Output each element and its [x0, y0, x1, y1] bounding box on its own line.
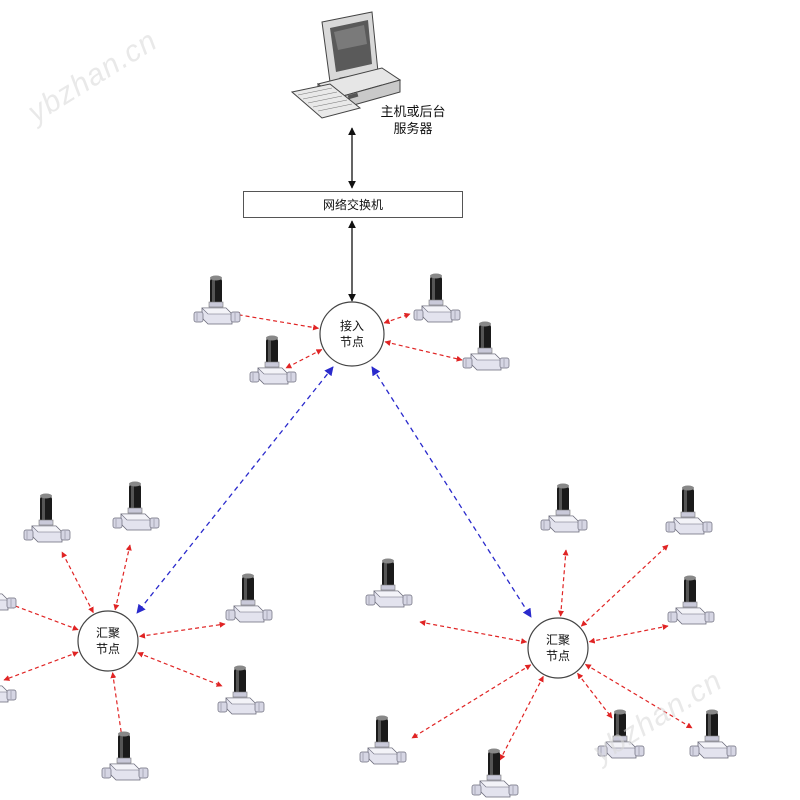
access-node — [319, 301, 385, 367]
wireless-link-sensor-left — [3, 651, 79, 681]
wireless-link-sensor-right — [499, 675, 544, 761]
aggregation-node-left-label: 汇聚 节点 — [83, 625, 133, 657]
pressure-sensor-icon — [225, 573, 273, 623]
network-switch-label: 网络交换机 — [322, 198, 383, 212]
wireless-link-access-aggregation-right — [371, 366, 532, 618]
wireless-link-sensor-left — [137, 651, 223, 687]
access-node-line2: 节点 — [339, 335, 364, 349]
computer-workstation-icon — [290, 11, 402, 119]
aggregation-node-right-label: 汇聚 节点 — [533, 632, 583, 664]
pressure-sensor-icon — [462, 321, 510, 371]
pressure-sensor-icon — [217, 665, 265, 715]
pressure-sensor-icon — [249, 335, 297, 385]
server-label-line2: 服务器 — [393, 122, 433, 137]
pressure-sensor-icon — [471, 748, 519, 798]
wireless-link-sensor-left — [9, 603, 79, 631]
access-node-label: 接入 节点 — [327, 318, 377, 350]
aggregation-node-left — [77, 610, 139, 672]
wireless-link-sensor-left — [139, 621, 226, 639]
pressure-sensor-icon — [101, 731, 149, 781]
wireless-link-access-aggregation-left — [136, 366, 334, 614]
wireless-link-sensor-right — [411, 664, 532, 739]
pressure-sensor-icon — [413, 273, 461, 323]
wireless-link-sensor-left — [110, 672, 125, 739]
wireless-link-sensor-access — [384, 340, 463, 362]
pressure-sensor-icon — [359, 715, 407, 765]
access-node-line1: 接入 — [339, 319, 364, 333]
pressure-sensor-icon — [665, 485, 713, 535]
wireless-link-sensor-right — [558, 549, 569, 617]
aggregation-node-left-line2: 节点 — [95, 642, 120, 656]
pressure-sensor-icon — [0, 561, 17, 611]
wireless-link-sensor-right — [419, 620, 528, 645]
wireless-link-sensor-access — [383, 312, 411, 324]
wireless-link-sensor-left — [61, 551, 94, 614]
wireless-link-sensor-left — [113, 544, 132, 611]
pressure-sensor-icon — [667, 575, 715, 625]
aggregation-node-right-line1: 汇聚 — [545, 633, 570, 647]
server-label: 主机或后台 服务器 — [368, 104, 458, 138]
pressure-sensor-icon — [193, 275, 241, 325]
pressure-sensor-icon — [540, 483, 588, 533]
pressure-sensor-icon — [0, 653, 17, 703]
aggregation-node-right-line2: 节点 — [545, 649, 570, 663]
wireless-link-sensor-right — [588, 624, 669, 644]
aggregation-node-right — [527, 617, 589, 679]
pressure-sensor-icon — [365, 558, 413, 608]
pressure-sensor-icon — [112, 481, 160, 531]
wireless-link-sensor-access — [233, 311, 320, 331]
pressure-sensor-icon — [23, 493, 71, 543]
wireless-link-sensor-access — [285, 349, 323, 369]
server-label-line1: 主机或后台 — [380, 105, 446, 120]
wireless-link-sensor-right — [580, 544, 669, 627]
pressure-sensor-icon — [689, 709, 737, 759]
aggregation-node-left-line1: 汇聚 — [95, 626, 120, 640]
wireless-link-sensor-right — [577, 672, 613, 719]
network-switch-box: 网络交换机 — [243, 191, 463, 218]
